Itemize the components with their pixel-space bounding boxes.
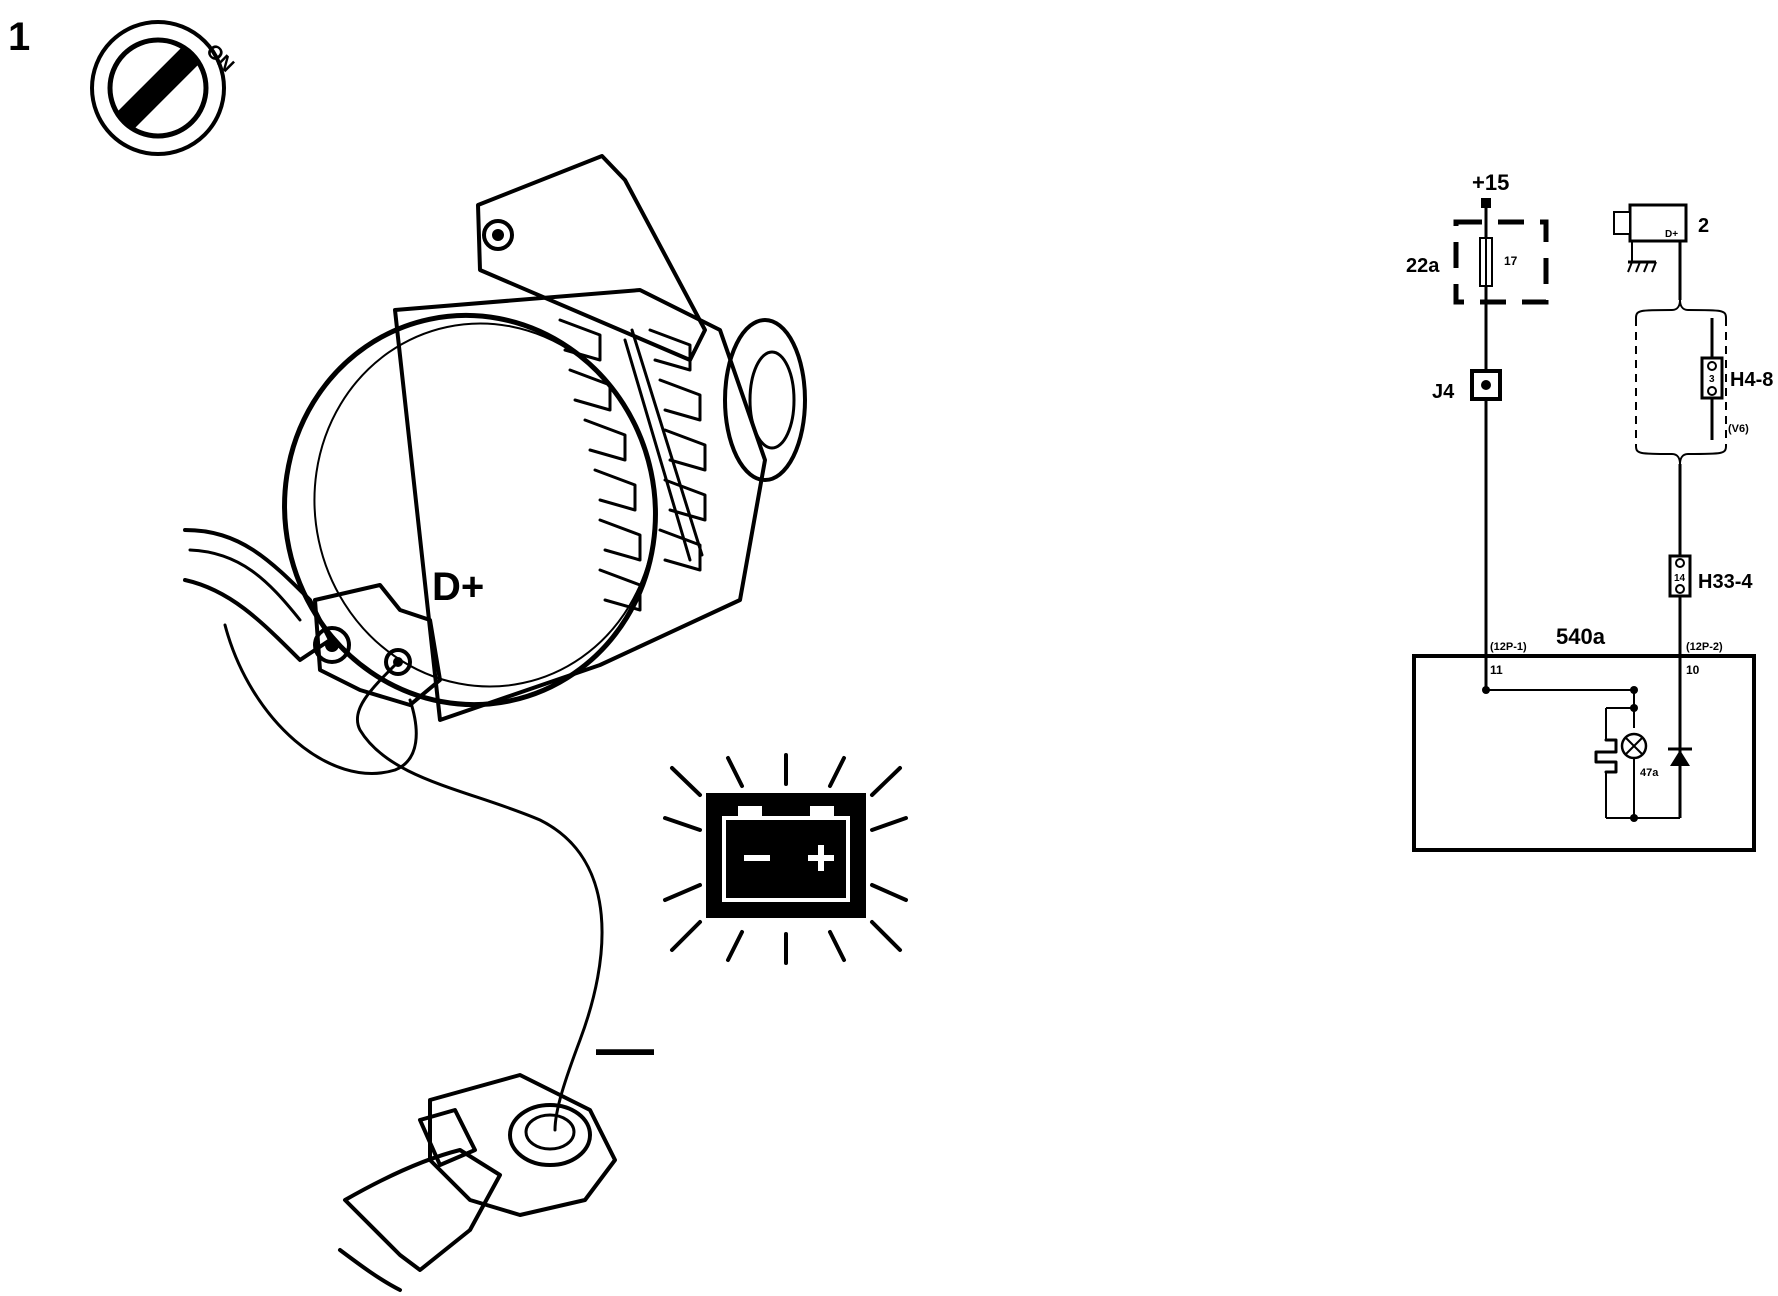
junction-label: J4 <box>1432 381 1455 403</box>
connector-h4-note: (V6) <box>1728 423 1749 435</box>
connector-h4-pin: 3 <box>1709 374 1715 385</box>
battery-negative-terminal-icon <box>338 1073 617 1292</box>
fuse-box-label: 22a <box>1406 255 1440 277</box>
ground-minus-symbol: — <box>596 1016 654 1081</box>
alternator-symbol <box>1628 203 1688 243</box>
lamp-label: 47a <box>1640 767 1659 779</box>
pin-left-connector: (12P-1) <box>1490 641 1527 653</box>
test-lamp-wire <box>355 660 604 1132</box>
battery-warning-icon <box>663 753 908 965</box>
alternator-ref-label: 2 <box>1698 215 1709 237</box>
connector-h33-pin: 14 <box>1674 573 1686 584</box>
fuse-box <box>1453 219 1549 305</box>
wiring-schematic: +15 22a 17 J4 D+ 2 3 H <box>1406 170 1773 852</box>
supply-label: +15 <box>1472 170 1509 195</box>
alternator-terminal-label: D+ <box>432 565 484 609</box>
diode-symbol <box>1670 750 1690 766</box>
ignition-key-icon: ON <box>90 20 238 156</box>
alternator-terminal-symbol: D+ <box>1665 229 1678 240</box>
pin-left-number: 11 <box>1490 663 1503 677</box>
connector-h33-label: H33-4 <box>1698 571 1753 593</box>
pin-right-connector: (12P-2) <box>1686 641 1723 653</box>
connector-h4-label: H4-8 <box>1730 369 1773 391</box>
instrument-module <box>1412 654 1756 852</box>
supply-terminal <box>1481 198 1491 208</box>
fuse-number: 17 <box>1504 254 1518 268</box>
step-number: 1 <box>8 15 30 59</box>
module-label: 540a <box>1556 624 1606 649</box>
pin-right-number: 10 <box>1686 663 1700 677</box>
alternator-icon: D+ <box>183 154 807 775</box>
